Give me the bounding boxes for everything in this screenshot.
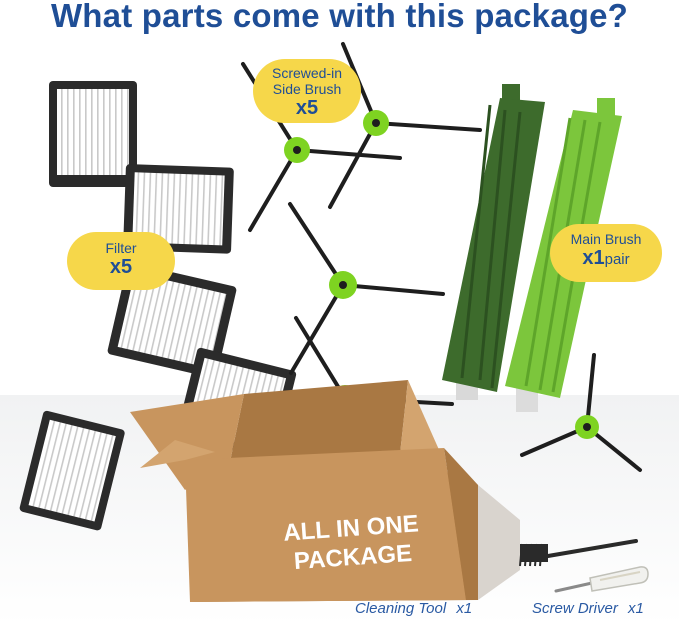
side-brush-label-line1: Screwed-in	[271, 65, 343, 81]
filter-label: Filter x5	[67, 232, 175, 290]
screw-driver	[554, 566, 649, 593]
filter-quantity: x5	[109, 256, 133, 278]
package-box	[130, 380, 520, 602]
screw-driver-caption: Screw Driver x1	[532, 600, 644, 617]
cleaning-tool-caption-label: Cleaning Tool	[355, 600, 447, 617]
filter-1	[49, 81, 137, 187]
cleaning-tool	[519, 539, 638, 567]
main-brush-quantity-value: x1	[582, 247, 605, 269]
main-brush-dark	[442, 84, 545, 400]
cleaning-tool-caption-qty: x1	[456, 600, 473, 617]
main-brush-label: Main Brush x1pair	[550, 224, 662, 282]
side-brush-quantity: x5	[295, 97, 319, 119]
side-brush-3	[288, 202, 445, 375]
cleaning-tool-caption: Cleaning Tool x1	[355, 600, 472, 617]
filter-label-text: Filter	[105, 240, 137, 256]
main-brush-label-text: Main Brush	[570, 231, 642, 247]
screw-driver-caption-qty: x1	[628, 600, 644, 617]
side-brush-label: Screwed-in Side Brush x5	[253, 59, 361, 123]
filter-2	[123, 164, 234, 254]
side-brush-label-line2: Side Brush	[272, 81, 342, 97]
side-brush-5	[520, 353, 642, 472]
screw-driver-caption-label: Screw Driver	[532, 600, 618, 617]
main-brush-quantity: x1pair	[550, 247, 662, 270]
filter-5	[19, 410, 125, 531]
main-brush-unit: pair	[604, 251, 630, 268]
page-title: What parts come with this package?	[50, 0, 629, 34]
